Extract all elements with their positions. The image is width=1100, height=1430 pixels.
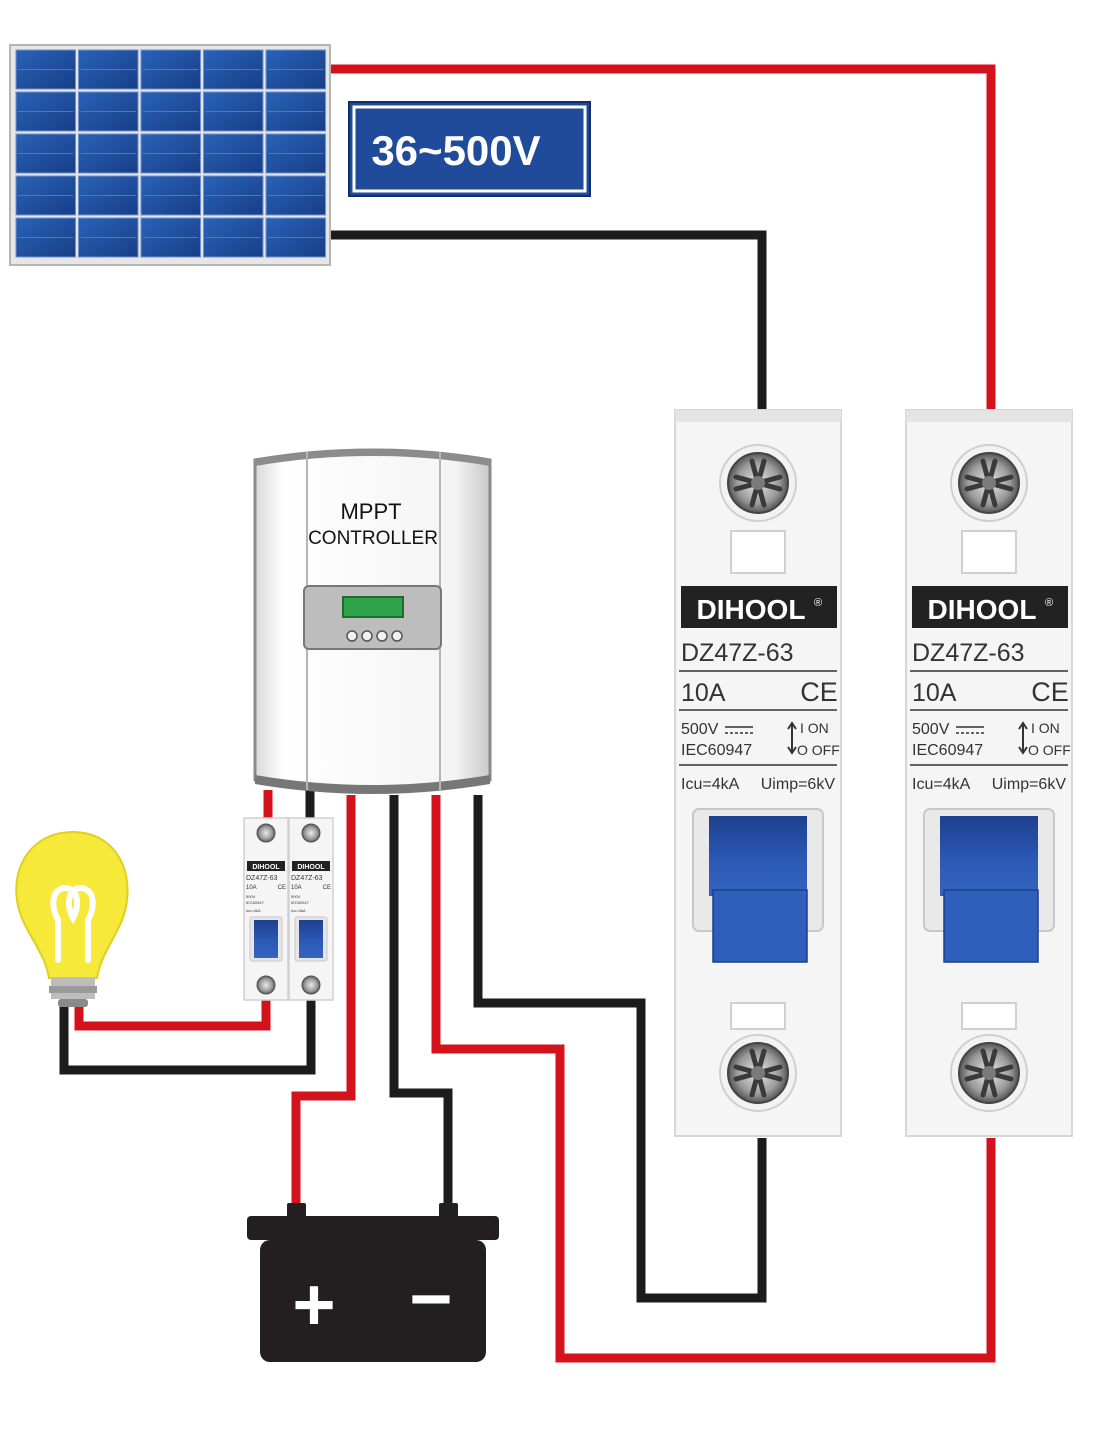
wires [59,64,996,1363]
terminal-screw-top [256,823,276,843]
rated-current: 10A [246,885,257,891]
standard-code: IEC60947 [912,742,983,759]
wire-panel-negative [330,230,767,410]
pv-breaker-2: DIHOOL ® DZ47Z-63 10A CE 500V IEC60947 I ON O OF… [905,409,1073,1137]
toggle-switch[interactable] [254,920,278,958]
battery-plus-sign: + [292,1263,335,1346]
breaker-body [288,817,334,1001]
off-indicator: O OFF [797,742,840,758]
rated-voltage: 500V [246,894,256,899]
toggle-handle[interactable] [943,889,1039,963]
wire-load-negative [59,1000,316,1075]
pv-breaker-1: DIHOOL ® DZ47Z-63 10A CE 500V IEC60947 I ON O OF… [674,409,842,1137]
voltage-label-box: 36~500V [348,101,591,197]
controller-button-4[interactable] [391,630,403,642]
terminal-screw-bottom [256,975,276,995]
breaker-body [243,817,289,1001]
battery: + − [247,1203,499,1362]
battery-minus-sign: − [409,1257,452,1340]
impulse-voltage: Uimp=6kV [992,776,1067,793]
breaking-capacity: Icu=4kA [681,776,740,793]
on-off-arrow-icon [787,721,797,755]
breaking-capacity: Icu=4kA [912,776,971,793]
brand-label [681,586,837,628]
model-number: DZ47Z-63 [246,875,278,882]
controller-title: MPPT [340,499,401,524]
on-indicator: I ON [1031,720,1060,736]
registered-mark: ® [1045,597,1053,609]
terminal-screw-bottom [951,1035,1027,1111]
registered-mark: ® [814,597,822,609]
rated-current: 10A [912,679,957,707]
wire-load-positive [74,1000,271,1031]
on-off-arrow-icon [1018,721,1028,755]
ce-mark: CE [800,677,838,707]
brand-label [292,861,330,871]
wire-battery-negative [389,795,453,1207]
mppt-controller: MPPT CONTROLLER [253,448,492,794]
terminal-screw-top [720,445,796,521]
model-number: DZ47Z-63 [291,875,323,882]
light-bulb [15,830,129,1007]
model-number: DZ47Z-63 [681,639,794,667]
brand-name: DIHOOL [697,594,806,625]
terminal-screw-bottom [301,975,321,995]
brand-name: DIHOOL [928,594,1037,625]
terminal-screw-bottom [720,1035,796,1111]
controller-subtitle: CONTROLLER [308,528,438,549]
wire-breaker1-to-controller [473,795,767,1303]
impulse-voltage: Uimp=6kV [761,776,836,793]
terminal-screw-top [301,823,321,843]
brand-name: DIHOOL [252,864,280,871]
off-indicator: O OFF [1028,742,1071,758]
rated-voltage: 500V [912,721,950,738]
solar-panel [9,44,331,266]
brand-label [247,861,285,871]
ce-mark: CE [1031,677,1069,707]
terminal-screw-top [951,445,1027,521]
wire-breaker2-to-controller [431,795,996,1363]
toggle-switch[interactable] [940,816,1038,896]
pv-breakers: DIHOOL ® DZ47Z-63 10A CE 500V IEC60947 I ON O OF… [674,409,1073,1137]
brand-name: DIHOOL [297,864,325,871]
on-indicator: I ON [800,720,829,736]
model-number: DZ47Z-63 [912,639,1025,667]
rated-voltage: 500V [291,894,301,899]
controller-button-1[interactable] [346,630,358,642]
wire-battery-positive [291,795,356,1207]
controller-lcd [342,596,404,618]
breaking-capacity: Icu=4kA [246,908,261,913]
toggle-handle[interactable] [712,889,808,963]
breaking-capacity: Icu=4kA [291,908,306,913]
standard-code: IEC60947 [246,900,265,905]
controller-button-2[interactable] [361,630,373,642]
rated-voltage: 500V [681,721,719,738]
ce-mark: CE [278,885,286,891]
toggle-switch[interactable] [299,920,323,958]
toggle-switch[interactable] [709,816,807,896]
wire-panel-positive [330,64,996,410]
standard-code: IEC60947 [291,900,310,905]
rated-current: 10A [291,885,302,891]
standard-code: IEC60947 [681,742,752,759]
voltage-label: 36~500V [371,127,540,174]
brand-label [912,586,1068,628]
ce-mark: CE [323,885,331,891]
rated-current: 10A [681,679,726,707]
controller-button-3[interactable] [376,630,388,642]
